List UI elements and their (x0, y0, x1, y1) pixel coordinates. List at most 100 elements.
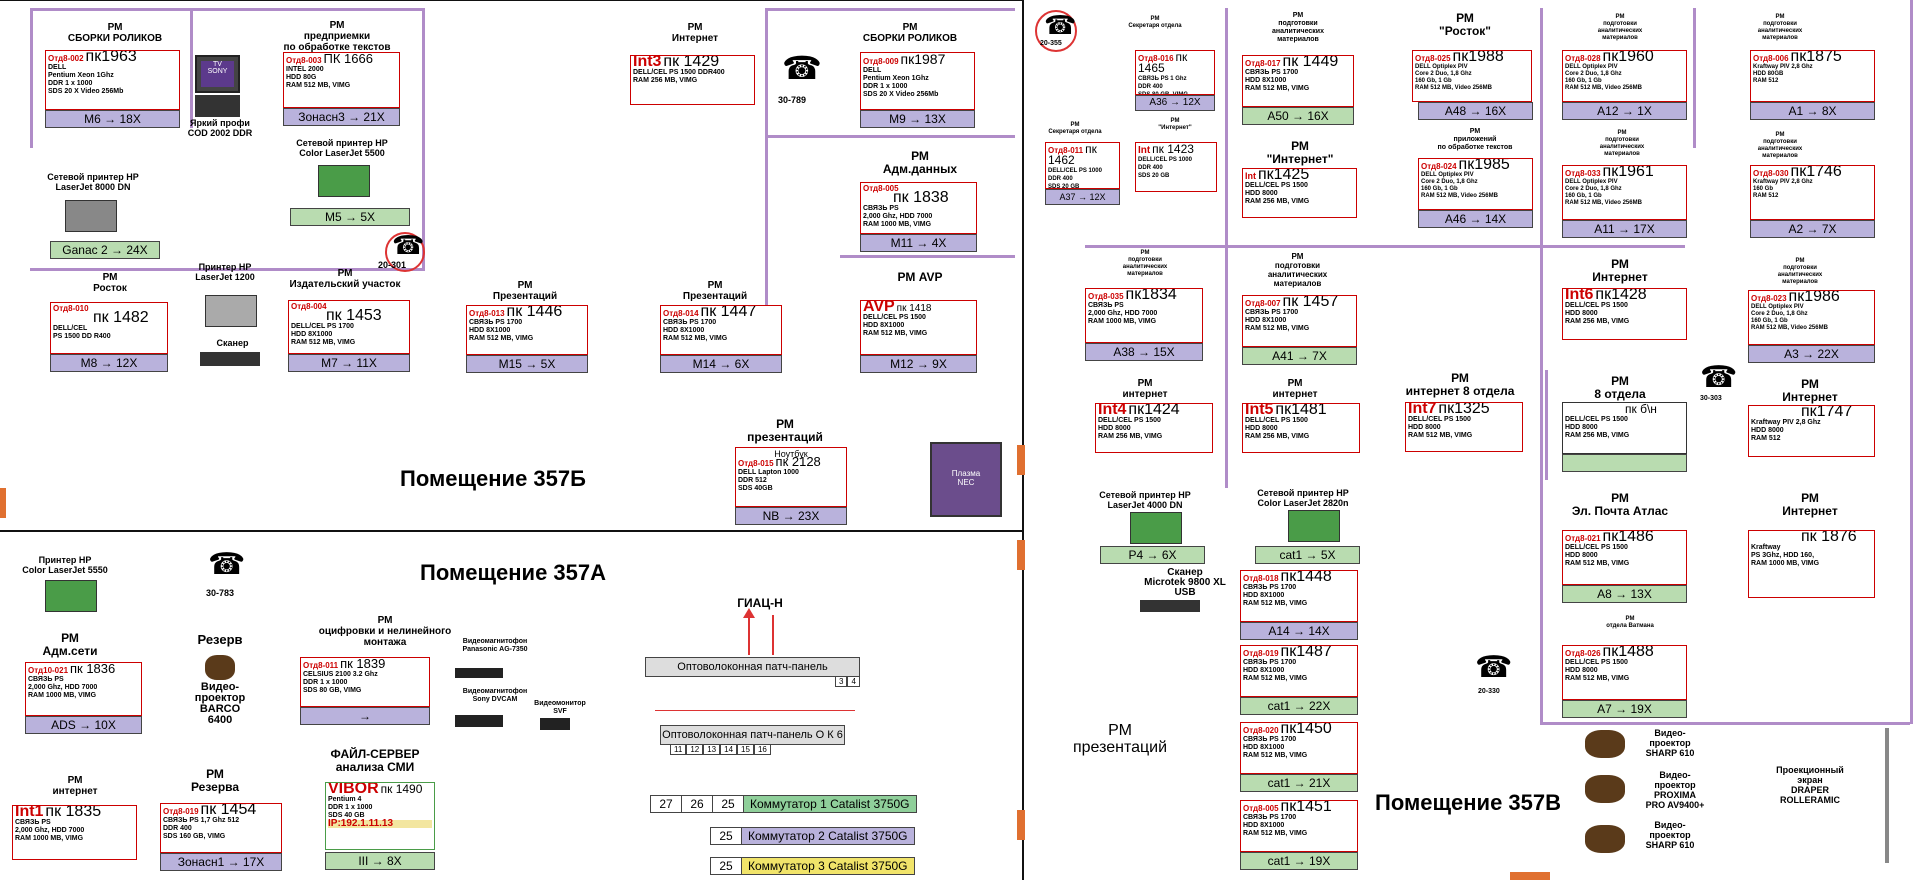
fileserver-title: ФАЙЛ-СЕРВЕР анализа СМИ (330, 747, 420, 774)
pc-card[interactable]: VIBOR пк 1490 Pentium 4 DDR 1 x 1000 SDS… (325, 782, 435, 850)
pc-number: пк 1446 (506, 305, 563, 320)
printer-icon (45, 580, 97, 612)
partition (1085, 245, 1685, 248)
pc-card[interactable]: Отд8-011 пк 1839 CELSIUS 2100 3.2 Ghz DD… (300, 657, 430, 707)
phone-number: 30-789 (778, 95, 807, 105)
pc-card[interactable]: Отд8-011 пк 1462 DELL/CEL PS 1000 DDR 40… (1045, 142, 1120, 189)
pc-card[interactable]: Отд8-033 пк1961 DELL Optiplex PIV Core 2… (1562, 165, 1687, 220)
pc-card[interactable]: Отд8-002 пк1963 DELL Pentium Xeon 1Ghz D… (45, 50, 180, 110)
pc-spec: Pentium 4 DDR 1 x 1000 SDS 40 GB (328, 796, 373, 819)
pc-number: пк1451 (1280, 800, 1332, 815)
plasma-display-icon: Плазма NEC (930, 442, 1002, 517)
pc-card[interactable]: Отд8-016 пк 1465 СВЯЗЬ PS 1 Ghz DDR 400 … (1135, 50, 1215, 95)
port-label: А46 → 14Х (1418, 210, 1533, 228)
pc-card[interactable]: Int пк 1423 DELL/CEL PS 1000 DDR 400 SDS… (1135, 142, 1217, 192)
pc-code: Отд8-019 (1243, 649, 1279, 658)
pc-code: Отд8-004 (291, 302, 327, 311)
port-label: А8 → 13Х (1562, 585, 1687, 603)
pm-title: РМ подготовки аналитических материалов (1122, 250, 1168, 277)
pc-card[interactable]: пк б\н DELL/CEL PS 1500 HDD 8000 RAM 256… (1562, 402, 1687, 454)
pc-card[interactable]: пк 1876 Kraftway PS 3Ghz, HDD 160, RAM 1… (1748, 530, 1875, 598)
pc-card[interactable]: Отд8-020 пк1450 СВЯЗЬ PS 1700 HDD 8X1000… (1240, 722, 1358, 774)
pm-title: РМ приложений по обработке текстов (1437, 128, 1513, 151)
pc-card[interactable]: Отд8-030 пк1746 Kraftway PIV 2,8 Ghz 160… (1750, 165, 1875, 220)
pc-card[interactable]: Отд8-035 пк1834 СВЯЗЬ PS 2,000 Ghz, HDD … (1085, 288, 1203, 343)
pc-spec: DELL Optiplex PIV Core 2 Duo, 1,8 Ghz 16… (1565, 179, 1642, 206)
pc-card[interactable]: Отд8-025 пк1988 DELL Optiplex PIV Core 2… (1412, 50, 1532, 102)
pc-card[interactable]: Отд8-013 пк 1446 СВЯЗЬ PS 1700 HDD 8X100… (466, 305, 588, 355)
pc-card[interactable]: пк1747 Kraftway PIV 2,8 Ghz HDD 8000 RAM… (1748, 405, 1875, 457)
pc-card[interactable]: Отд8-021 пк1486 DELL/CEL PS 1500 HDD 800… (1562, 530, 1687, 585)
pc-spec: DELL/CEL PS 1500 HDD 8000 RAM 256 MB, VI… (1565, 416, 1630, 439)
pc-spec: DELL Lapton 1000 DDR 512 SDS 40GB (738, 469, 799, 492)
door-marker (1017, 445, 1025, 475)
port-label: cat1 → 21Х (1240, 774, 1358, 792)
pm-title: РМ Секретаря отдела (1128, 16, 1182, 29)
video-monitor-icon (540, 718, 570, 730)
pm-title: РМ "Интернет" (1158, 118, 1192, 131)
port-label: ADS → 10X (25, 716, 142, 734)
pc-code: Отд8-002 (48, 54, 84, 63)
port-label: М6 → 18Х (45, 110, 180, 128)
port-label: М5 → 5Х (290, 208, 410, 226)
pc-card[interactable]: Отд8-009 пк1987 DELL Pentium Xeon 1Ghz D… (860, 52, 975, 110)
pc-card[interactable]: Отд8-028 пк1960 DELL Optiplex PIV Core 2… (1562, 50, 1687, 102)
pc-card[interactable]: Отд8-007 пк 1457 СВЯЗЬ PS 1700 HDD 8X100… (1242, 295, 1357, 347)
pc-card[interactable]: Отд8-003 ПК 1666 INTEL 2000 HDD 80G RAM … (283, 52, 400, 108)
pc-number: пк1961 (1602, 165, 1654, 180)
pc-card[interactable]: Int1 пк 1835 СВЯЗЬ PS 2,000 Ghz, HDD 700… (12, 805, 137, 860)
pc-card[interactable]: Отд8-006 пк1875 Kraftway PIV 2,8 Ghz HDD… (1750, 50, 1875, 102)
pc-card[interactable]: Int6 пк1428 DELL/CEL PS 1500 HDD 8000 RA… (1562, 288, 1687, 340)
switch-port: 27 (651, 796, 682, 812)
pc-card[interactable]: Int7 пк1325 DELL/CEL PS 1500 HDD 8000 RA… (1405, 402, 1523, 452)
port-label: А36 → 12Х (1135, 95, 1215, 111)
pc-spec: СВЯЗЬ PS 2,000 Ghz, HDD 7000 RAM 1000 MB… (1088, 302, 1158, 325)
pc-number: пк1325 (1438, 402, 1490, 417)
pc-card[interactable]: Отд8-014 пк 1447 СВЯЗЬ PS 1700 HDD 8X100… (660, 305, 782, 355)
pc-card[interactable]: Отд8-024 пк1985 DELL Optiplex PIV Core 2… (1418, 158, 1533, 210)
pc-card[interactable]: Отд8-026 пк1488 DELL/CEL PS 1500 HDD 800… (1562, 645, 1687, 700)
pc-code: Int7 (1408, 402, 1437, 417)
pc-code: Отд10-021 (28, 666, 69, 675)
pm-title: РМ оцифровки и нелинейного монтажа (318, 615, 452, 648)
pc-card[interactable]: AVP пк 1418 DELL/CEL PS 1500 HDD 8X1000 … (860, 300, 977, 355)
phone-number: 30-303 (1700, 395, 1722, 402)
pc-code: Int6 (1565, 288, 1594, 303)
patch-port: 13 (703, 744, 721, 755)
room-357v-label: Помещение 357В (1375, 790, 1562, 815)
pc-spec: Kraftway PIV 2,8 Ghz HDD 8000 RAM 512 (1751, 419, 1821, 442)
projector-label: Видео- проектор PROXIMA PRO AV9400+ (1645, 770, 1705, 810)
pc-card[interactable]: Отд8-019 пк 1454 СВЯЗЬ PS 1,7 Ghz 512 DD… (160, 803, 282, 853)
pc-spec: CELSIUS 2100 3.2 Ghz DDR 1 x 1000 SDS 80… (303, 671, 378, 694)
pc-card[interactable]: Int5 пк1481 DELL/CEL PS 1500 HDD 8000 RA… (1242, 403, 1360, 453)
giac-label: ГИАЦ-Н (737, 596, 783, 610)
pc-spec: СВЯЗЬ PS 2,000 Ghz, HDD 7000 RAM 1000 MB… (28, 676, 98, 699)
switch-port: 25 (713, 796, 744, 812)
printer-label: Сетевой принтер HP LaserJet 8000 DN (47, 172, 139, 192)
port-label: А2 → 7Х (1750, 220, 1875, 238)
port-label: III → 8Х (325, 852, 435, 870)
pm-title: РМ отдела Ватмана (1606, 616, 1654, 629)
pc-card[interactable]: Отд8-019 пк1487 СВЯЗЬ PS 1700 HDD 8X1000… (1240, 645, 1358, 697)
pc-spec: DELL/CEL PS 1500 DDR400 RAM 256 MB, VIMG (633, 69, 725, 84)
pc-card[interactable]: Int3 пк 1429 DELL/CEL PS 1500 DDR400 RAM… (630, 55, 755, 105)
pc-card[interactable]: Отд8-018 пк1448 СВЯЗЬ PS 1700 HDD 8X1000… (1240, 570, 1358, 622)
pc-card[interactable]: Отд8-005 пк1451 СВЯЗЬ PS 1700 HDD 8X1000… (1240, 800, 1358, 852)
pc-card[interactable]: Отд8-017 пк 1449 СВЯЗЬ PS 1700 HDD 8X100… (1242, 55, 1354, 107)
pc-card[interactable]: Ноутбук Отд8-015 пк 2128 DELL Lapton 100… (735, 447, 847, 507)
pc-card[interactable]: Int пк1425 DELL/CEL PS 1500 HDD 8000 RAM… (1242, 168, 1357, 218)
pc-card[interactable]: Отд8-023 пк1986 DELL Optiplex PIV Core 2… (1748, 290, 1875, 345)
printer-label: Сетевой принтер HP LaserJet 4000 DN (1099, 490, 1191, 510)
port-label: А3 → 22Х (1748, 345, 1875, 363)
pc-code: Отд8-018 (1243, 574, 1279, 583)
pc-card[interactable]: Отд10-021 пк 1836 СВЯЗЬ PS 2,000 Ghz, HD… (25, 662, 142, 716)
pc-code: Отд8-005 (1243, 804, 1279, 813)
pc-spec: DELL/CEL PS 1500 HDD 8000 RAM 512 MB, VI… (1565, 659, 1630, 682)
pc-card[interactable]: Int4 пк1424 DELL/CEL PS 1500 HDD 8000 RA… (1095, 403, 1213, 453)
